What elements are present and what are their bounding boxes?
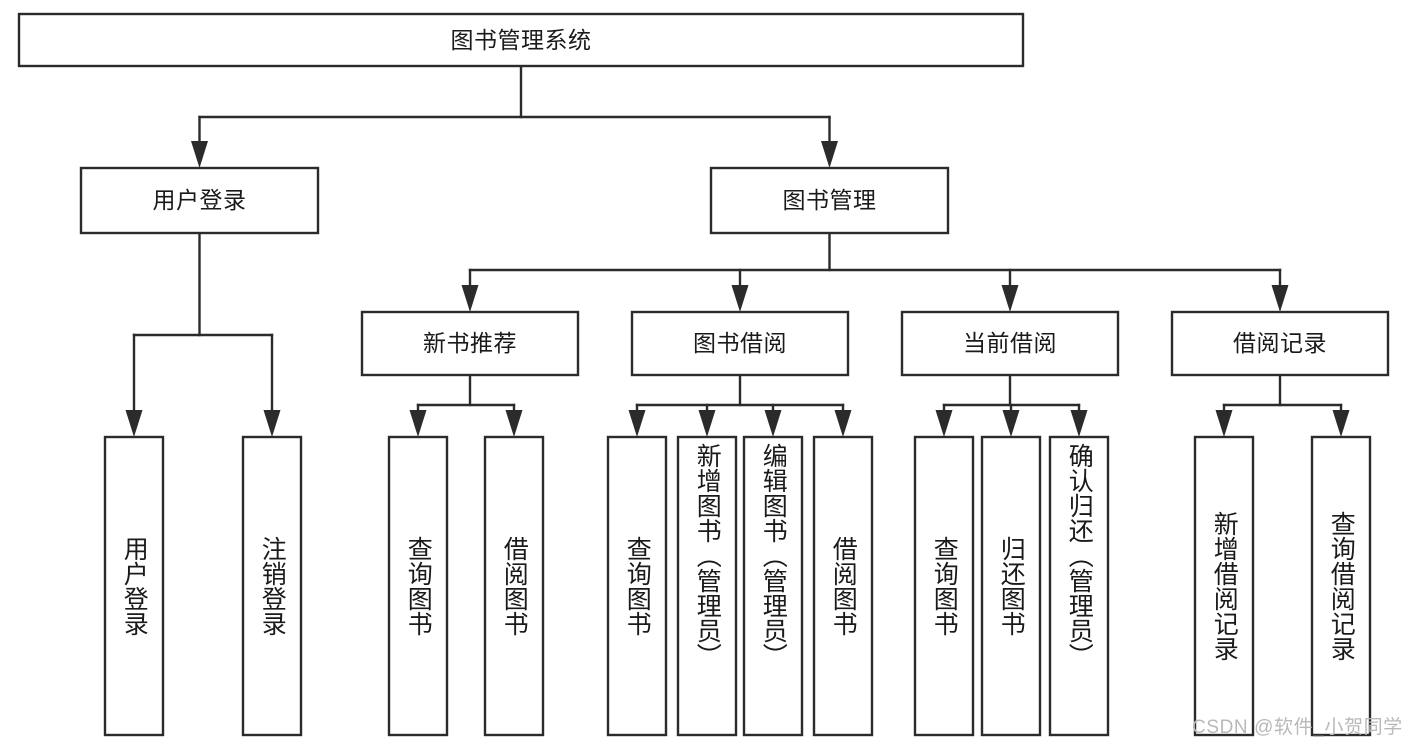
arrow-to-leaf-borrow-book-2: [834, 410, 852, 437]
node-box-book-borrow[interactable]: [630, 310, 850, 377]
connector-group-user-login-leaves: [125, 231, 281, 437]
connector-group-new-book-rec-leaves: [409, 373, 523, 437]
arrow-to-book-borrow: [731, 285, 749, 312]
node-box-leaf-query-book-3[interactable]: [913, 435, 975, 737]
node-box-leaf-borrow-book-2[interactable]: [812, 435, 874, 737]
node-box-leaf-logout[interactable]: [241, 435, 303, 737]
arrow-to-leaf-return-book: [1002, 410, 1020, 437]
connector-group-borrow-record-leaves: [1215, 373, 1350, 437]
node-box-leaf-return-book[interactable]: [980, 435, 1042, 737]
arrow-to-leaf-query-book-2: [628, 410, 646, 437]
connector-group-book-borrow-leaves: [628, 373, 852, 437]
node-box-current-borrow[interactable]: [900, 310, 1120, 377]
node-box-leaf-user-login[interactable]: [103, 435, 165, 737]
arrow-to-leaf-query-book-1: [409, 410, 427, 437]
node-box-new-book-rec[interactable]: [360, 310, 580, 377]
node-box-root[interactable]: [17, 12, 1025, 68]
arrow-to-new-book-rec: [461, 285, 479, 312]
arrow-to-leaf-add-record: [1215, 410, 1233, 437]
node-box-borrow-record[interactable]: [1170, 310, 1390, 377]
node-box-user-login[interactable]: [79, 166, 320, 235]
node-box-leaf-query-record[interactable]: [1310, 435, 1372, 737]
arrow-to-book-manage: [821, 141, 838, 168]
arrow-to-current-borrow: [1001, 285, 1019, 312]
node-box-leaf-confirm-return[interactable]: [1048, 435, 1110, 737]
arrow-to-leaf-add-book: [698, 410, 716, 437]
node-box-leaf-query-book-1[interactable]: [387, 435, 449, 737]
node-box-leaf-query-book-2[interactable]: [606, 435, 668, 737]
node-box-leaf-edit-book[interactable]: [742, 435, 804, 737]
arrow-to-leaf-user-login: [125, 410, 143, 437]
connector-group-current-borrow-leaves: [935, 373, 1088, 437]
arrow-to-user-login: [191, 141, 208, 168]
arrow-to-leaf-borrow-book-1: [505, 410, 523, 437]
node-box-leaf-borrow-book-1[interactable]: [483, 435, 545, 737]
arrow-to-leaf-query-book-3: [935, 410, 953, 437]
connector-group-root-to-level2: [191, 64, 838, 168]
arrow-to-leaf-confirm-return: [1070, 410, 1088, 437]
node-box-book-manage[interactable]: [709, 166, 950, 235]
connector-group-book-manage-to-level3: [461, 231, 1289, 312]
node-box-leaf-add-record[interactable]: [1193, 435, 1255, 737]
arrow-to-leaf-edit-book: [764, 410, 782, 437]
node-box-leaf-add-book[interactable]: [676, 435, 738, 737]
arrow-to-borrow-record: [1271, 285, 1289, 312]
arrow-to-leaf-query-record: [1332, 410, 1350, 437]
arrow-to-leaf-logout: [263, 410, 281, 437]
